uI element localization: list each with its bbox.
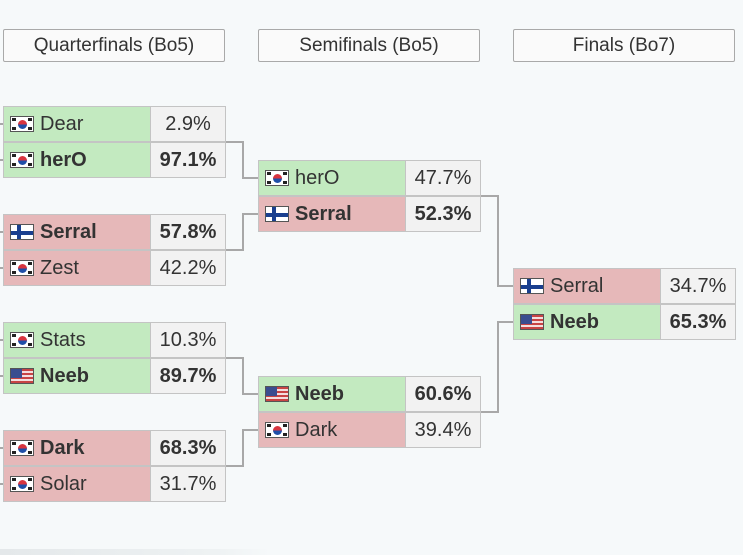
player-name: Neeb (295, 382, 344, 405)
win-probability: 47.7% (405, 160, 481, 196)
south-korea-flag-icon (10, 152, 34, 168)
player-slot-neeb[interactable]: Neeb (513, 304, 661, 340)
win-probability: 31.7% (150, 466, 226, 502)
win-probability: 39.4% (405, 412, 481, 448)
usa-flag-icon (10, 368, 34, 384)
player-slot-dear[interactable]: Dear (3, 106, 151, 142)
player-slot-dark[interactable]: Dark (258, 412, 406, 448)
player-name: Stats (40, 328, 86, 351)
connector-sf2-final-bottom (481, 321, 513, 413)
player-slot-serral[interactable]: Serral (258, 196, 406, 232)
player-slot-serral[interactable]: Serral (3, 214, 151, 250)
finland-flag-icon (520, 278, 544, 294)
player-slot-neeb[interactable]: Neeb (3, 358, 151, 394)
finland-flag-icon (10, 224, 34, 240)
win-probability: 52.3% (405, 196, 481, 232)
connector-qf4-sf2-bottom (226, 429, 258, 467)
player-slot-hero[interactable]: herO (258, 160, 406, 196)
player-name: Dark (295, 418, 338, 441)
player-name: Neeb (550, 310, 599, 333)
win-probability: 68.3% (150, 430, 226, 466)
south-korea-flag-icon (10, 116, 34, 132)
connector-qf3-sf2-top (226, 357, 258, 395)
player-slot-solar[interactable]: Solar (3, 466, 151, 502)
player-name: Solar (40, 472, 87, 495)
player-slot-neeb[interactable]: Neeb (258, 376, 406, 412)
round-header-quarterfinals: Quarterfinals (Bo5) (3, 29, 225, 62)
south-korea-flag-icon (265, 422, 289, 438)
connector-qf2-sf1-bottom (226, 213, 258, 251)
win-probability: 34.7% (660, 268, 736, 304)
player-name: Serral (40, 220, 97, 243)
win-probability: 57.8% (150, 214, 226, 250)
player-name: Dark (40, 436, 85, 459)
player-name: Dear (40, 112, 84, 135)
player-name: Neeb (40, 364, 89, 387)
player-slot-dark[interactable]: Dark (3, 430, 151, 466)
win-probability: 42.2% (150, 250, 226, 286)
player-name: Serral (295, 202, 352, 225)
win-probability: 2.9% (150, 106, 226, 142)
usa-flag-icon (520, 314, 544, 330)
win-probability: 97.1% (150, 142, 226, 178)
player-name: Zest (40, 256, 79, 279)
round-header-semifinals: Semifinals (Bo5) (258, 29, 480, 62)
finland-flag-icon (265, 206, 289, 222)
south-korea-flag-icon (10, 476, 34, 492)
win-probability: 10.3% (150, 322, 226, 358)
south-korea-flag-icon (10, 332, 34, 348)
player-slot-hero[interactable]: herO (3, 142, 151, 178)
south-korea-flag-icon (10, 440, 34, 456)
player-name: herO (295, 166, 340, 189)
player-slot-serral[interactable]: Serral (513, 268, 661, 304)
win-probability: 89.7% (150, 358, 226, 394)
round-header-finals: Finals (Bo7) (513, 29, 735, 62)
player-name: Serral (550, 274, 604, 297)
south-korea-flag-icon (265, 170, 289, 186)
connector-qf1-sf1-top (226, 141, 258, 179)
connector-sf1-final-top (481, 195, 513, 287)
player-slot-stats[interactable]: Stats (3, 322, 151, 358)
player-slot-zest[interactable]: Zest (3, 250, 151, 286)
usa-flag-icon (265, 386, 289, 402)
south-korea-flag-icon (10, 260, 34, 276)
scroll-shadow (0, 549, 270, 555)
win-probability: 65.3% (660, 304, 736, 340)
player-name: herO (40, 148, 87, 171)
win-probability: 60.6% (405, 376, 481, 412)
